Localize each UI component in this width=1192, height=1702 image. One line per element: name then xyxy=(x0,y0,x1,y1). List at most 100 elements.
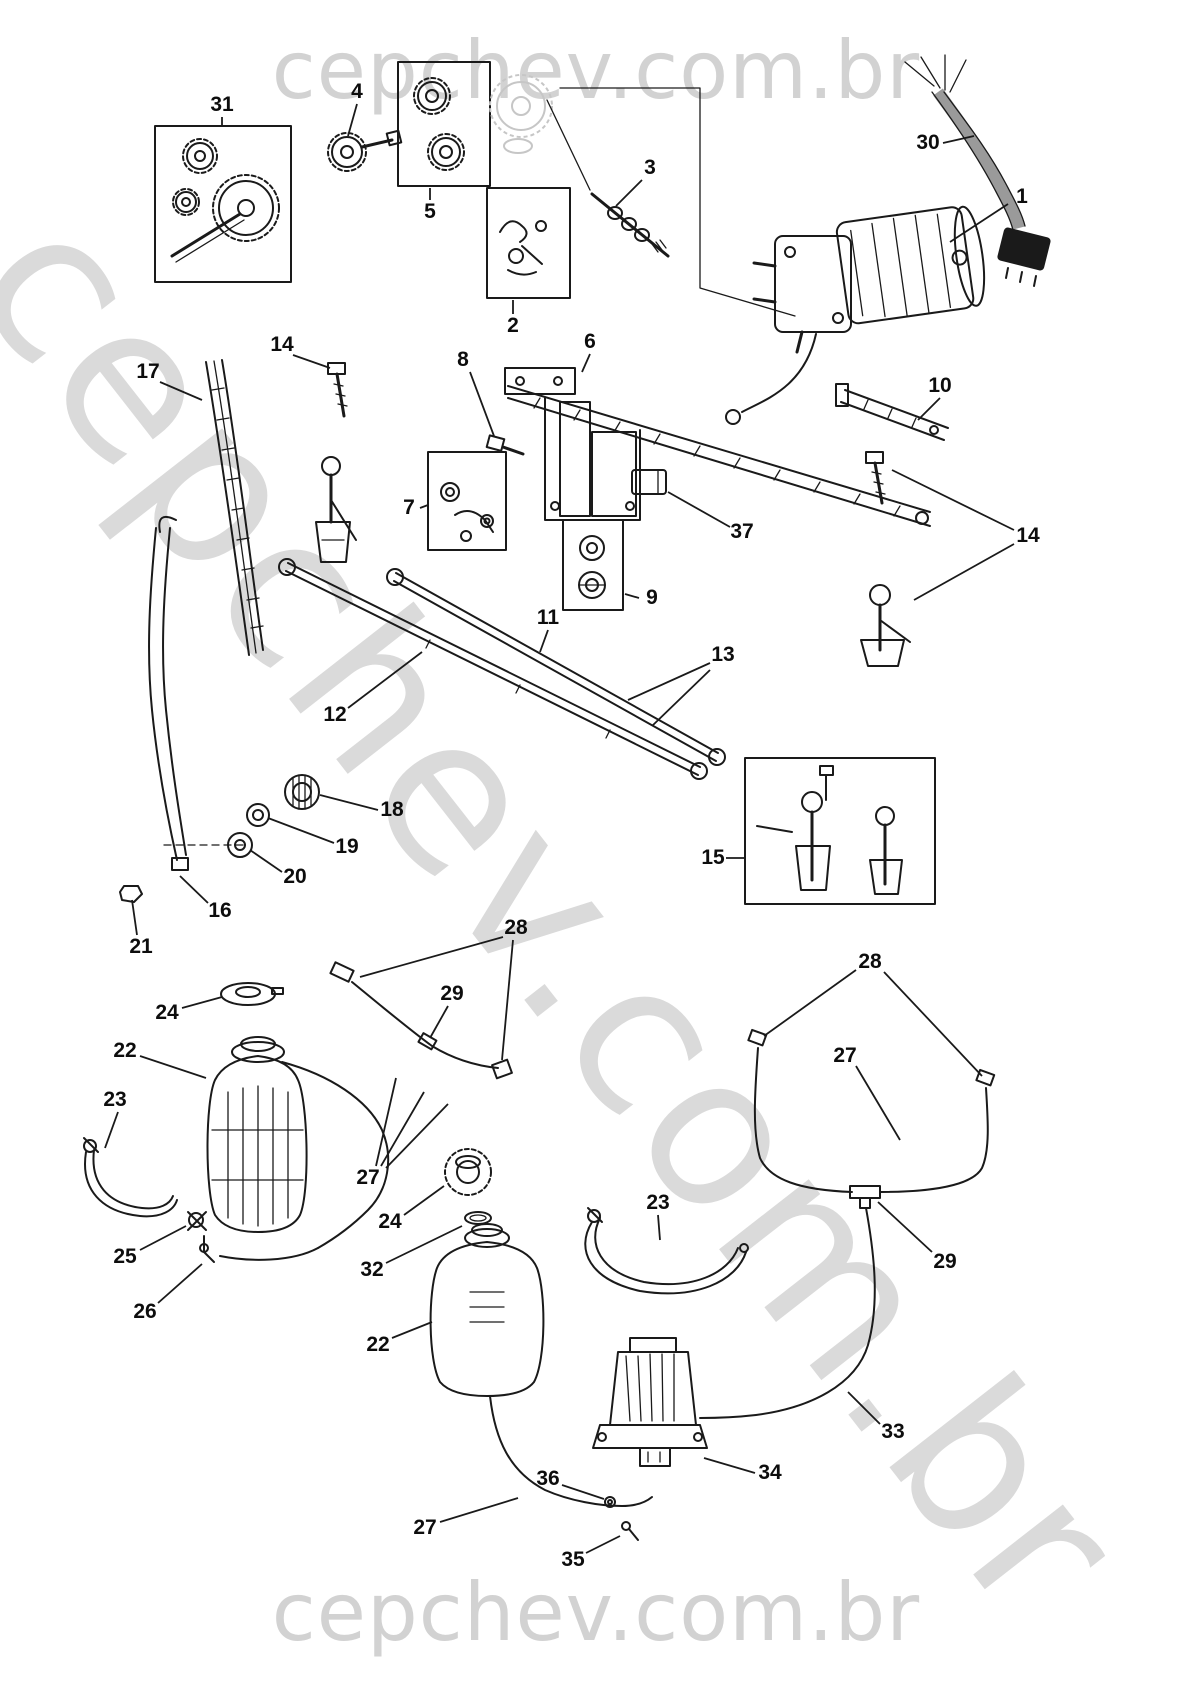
part-label-14: 14 xyxy=(1016,524,1040,547)
part-label-25: 25 xyxy=(113,1245,137,1268)
part-label-16: 16 xyxy=(208,899,232,922)
bushings-art xyxy=(227,774,320,858)
leader-line xyxy=(380,1091,425,1167)
leader-line xyxy=(913,543,1015,601)
part-label-5: 5 xyxy=(424,200,436,223)
part-label-3: 3 xyxy=(644,156,656,179)
leader-line xyxy=(385,1225,463,1264)
leader-line xyxy=(855,1065,901,1141)
part-label-28: 28 xyxy=(858,950,882,973)
ghost-gear-art xyxy=(489,74,553,154)
leader-line xyxy=(615,179,643,207)
part-label-18: 18 xyxy=(380,798,404,821)
part-label-11: 11 xyxy=(536,606,560,629)
part-label-13: 13 xyxy=(711,643,735,666)
reservoir-22-bottom-art xyxy=(429,1223,545,1397)
elbow-26-art xyxy=(199,1235,215,1263)
leader-line xyxy=(429,1005,449,1039)
part-label-8: 8 xyxy=(457,348,469,371)
leader-line xyxy=(763,969,857,1037)
part-label-2: 2 xyxy=(507,314,519,337)
pivot-bolt-14-left-art xyxy=(327,362,348,418)
leader-line xyxy=(891,469,1015,531)
pivot-bolt-14-right-art xyxy=(865,451,886,505)
part-label-19: 19 xyxy=(335,835,359,858)
part-label-9: 9 xyxy=(646,586,658,609)
leader-line xyxy=(942,135,975,144)
armature-3-art xyxy=(546,87,796,317)
part-label-20: 20 xyxy=(283,865,307,888)
part-label-34: 34 xyxy=(758,1461,782,1484)
leader-line xyxy=(501,939,514,1061)
pivot-kit-15-art xyxy=(744,757,936,905)
leader-line xyxy=(561,1484,605,1500)
leader-line xyxy=(139,1225,187,1251)
watermark-top: cepchev.com.br xyxy=(271,24,921,117)
part-label-12: 12 xyxy=(323,703,347,726)
gear-4-art xyxy=(327,129,403,172)
part-label-27: 27 xyxy=(413,1516,437,1539)
leader-line xyxy=(419,504,429,509)
leader-line xyxy=(385,1103,449,1169)
grommet-set-9-art xyxy=(562,519,624,611)
left-pivot-art xyxy=(315,456,357,563)
crank-link-7-art xyxy=(427,451,507,551)
part-label-28: 28 xyxy=(504,916,528,939)
part-label-10: 10 xyxy=(928,374,952,397)
left-hose-set-art xyxy=(219,961,513,1261)
mounting-frame-6-art xyxy=(504,367,931,527)
leader-line xyxy=(883,971,983,1077)
leader-line xyxy=(539,629,549,653)
leader-line xyxy=(585,1535,621,1554)
part-label-6: 6 xyxy=(584,330,596,353)
part-label-32: 32 xyxy=(360,1258,384,1281)
reservoir-22-left-art xyxy=(206,1036,308,1233)
clip-37-art xyxy=(631,469,667,495)
part-label-23: 23 xyxy=(646,1191,670,1214)
part-label-21: 21 xyxy=(129,935,153,958)
cap-24-top-art xyxy=(220,982,284,1006)
gear-set-31-art xyxy=(154,125,292,283)
part-label-26: 26 xyxy=(133,1300,157,1323)
part-label-29: 29 xyxy=(440,982,464,1005)
leader-line xyxy=(651,669,711,727)
bolt-8-art xyxy=(485,434,525,456)
leader-line xyxy=(131,899,138,936)
bracket-10-art xyxy=(835,383,949,441)
part-label-30: 30 xyxy=(916,131,940,154)
leader-line xyxy=(469,371,495,437)
strap-23-right-art xyxy=(584,1207,749,1295)
part-label-27: 27 xyxy=(833,1044,857,1067)
leader-line xyxy=(581,353,591,373)
leader-line xyxy=(877,1201,933,1253)
leader-line xyxy=(403,1185,445,1216)
leader-line xyxy=(657,1214,661,1241)
leader-line xyxy=(624,593,640,599)
clip-set-2-art xyxy=(486,187,571,299)
leader-line xyxy=(667,491,731,528)
clamp-25-art xyxy=(187,1211,207,1231)
right-pivot-art xyxy=(860,584,911,667)
part-label-23: 23 xyxy=(103,1088,127,1111)
strap-23-left-art xyxy=(83,1137,178,1218)
wiper-arm-16-art xyxy=(119,516,245,903)
part-label-14: 14 xyxy=(270,333,294,356)
part-label-17: 17 xyxy=(136,360,160,383)
part-label-35: 35 xyxy=(561,1548,585,1571)
leader-line xyxy=(267,817,335,844)
leader-line xyxy=(627,662,711,701)
leader-line xyxy=(359,936,504,978)
part-label-1: 1 xyxy=(1016,185,1028,208)
part-label-27: 27 xyxy=(356,1166,380,1189)
wiper-motor-1-art xyxy=(725,205,986,425)
wiper-blade-17-art xyxy=(205,359,264,656)
part-label-37: 37 xyxy=(730,520,754,543)
right-hose-set-art xyxy=(699,1028,996,1419)
part-label-24: 24 xyxy=(155,1001,179,1024)
part-label-36: 36 xyxy=(536,1467,560,1490)
part-label-33: 33 xyxy=(881,1420,905,1443)
part-label-7: 7 xyxy=(403,496,415,519)
watermark-bottom: cepchev.com.br xyxy=(271,1566,921,1659)
